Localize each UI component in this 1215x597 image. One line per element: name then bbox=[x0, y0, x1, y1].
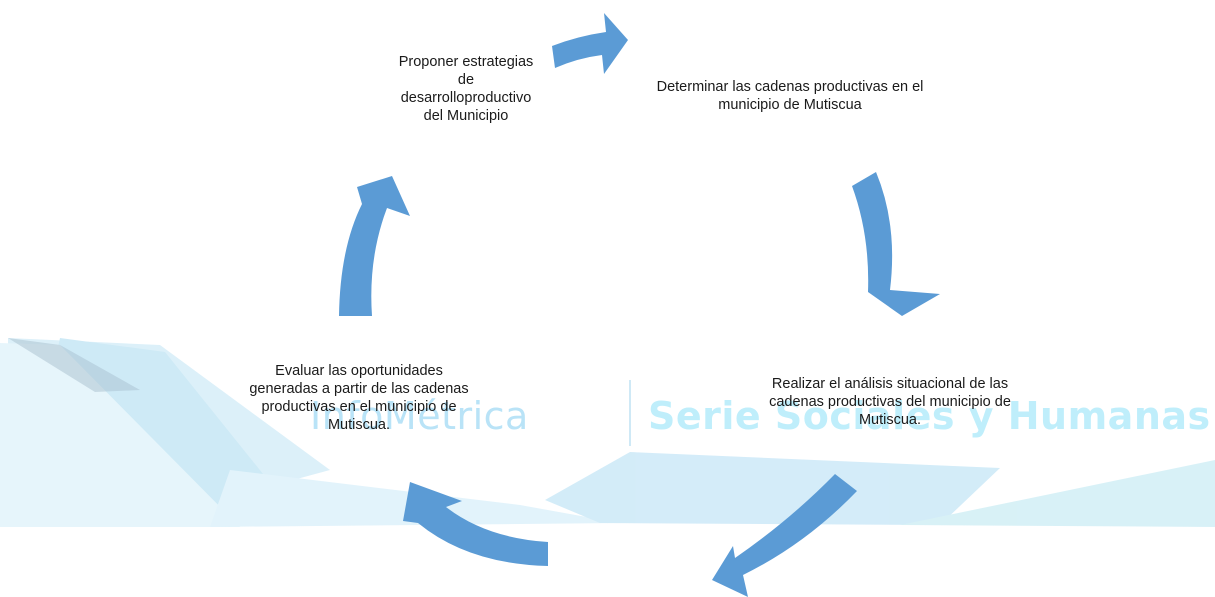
step-label-determinar: Determinar las cadenas productivas en el… bbox=[656, 79, 924, 113]
watermark-background bbox=[0, 338, 1215, 527]
watermark-divider bbox=[629, 380, 631, 446]
step-label-proponer: Proponer estrategias de desarrolloproduc… bbox=[398, 54, 534, 124]
step-label-evaluar: Evaluar las oportunidades generadas a pa… bbox=[249, 363, 469, 433]
arrow-right bbox=[852, 172, 940, 316]
step-label-realizar: Realizar el análisis situacional de las … bbox=[769, 376, 1011, 428]
watermark-right-text: Serie Sociales y Humanas bbox=[648, 394, 1211, 438]
arrow-top bbox=[552, 13, 628, 74]
watermark-left-text: InfoMétrica bbox=[310, 394, 529, 438]
arrow-bottom-left bbox=[403, 482, 548, 566]
arrow-bottom-right bbox=[712, 474, 857, 597]
arrow-left bbox=[339, 176, 410, 316]
